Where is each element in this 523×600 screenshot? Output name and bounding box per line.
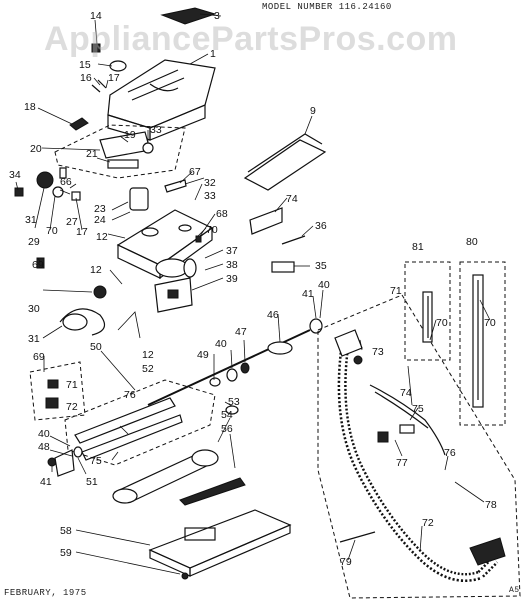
callout-67: 74 xyxy=(286,193,298,205)
beater-bar xyxy=(112,449,246,506)
callout-68: 75 xyxy=(90,455,102,467)
callout-80: 80 xyxy=(466,236,478,248)
callout-39: 39 xyxy=(226,273,238,285)
callout-27: 29 xyxy=(28,236,40,248)
callout-71: 71 xyxy=(390,285,402,297)
callout-46: 49 xyxy=(197,349,209,361)
model-number: MODEL NUMBER 116.24160 xyxy=(262,2,392,12)
callout-20: 20 xyxy=(30,143,42,155)
callout-33a: 33 xyxy=(150,124,162,136)
callout-labels: 3 1 14 15 16 17 18 19 33 20 21 9 67 32 3… xyxy=(9,10,497,568)
callout-40b: 40 xyxy=(318,279,330,291)
callout-36: 36 xyxy=(315,220,327,232)
callout-15: 15 xyxy=(79,59,91,71)
motor-assembly xyxy=(116,187,214,280)
nozzle-housing xyxy=(69,7,217,141)
callout-35: 35 xyxy=(315,260,327,272)
callout-74: 74 xyxy=(400,387,412,399)
callout-50: 53 xyxy=(228,396,240,408)
callout-70a: 70 xyxy=(436,317,448,329)
callout-29: 30 xyxy=(28,303,40,315)
leader-lines xyxy=(15,13,491,575)
callout-77: 77 xyxy=(396,457,408,469)
brush-roll xyxy=(74,397,183,461)
callout-72: 72 xyxy=(422,517,434,529)
callout-37: 37 xyxy=(226,245,238,257)
gear-and-pulley-parts xyxy=(14,167,107,336)
callout-59: 68 xyxy=(216,208,228,220)
filter-bracket xyxy=(99,131,154,169)
callout-17: 17 xyxy=(108,72,120,84)
callout-58: 67 xyxy=(189,166,201,178)
callout-51: 54 xyxy=(221,409,233,421)
callout-23: 23 xyxy=(94,203,106,215)
callout-49: 52 xyxy=(142,363,154,375)
callout-9: 9 xyxy=(310,105,316,117)
bracket-67 xyxy=(249,207,283,235)
extension-wands xyxy=(422,274,484,408)
callout-62: 70 xyxy=(206,224,218,236)
callout-70b: 70 xyxy=(484,317,496,329)
callout-19: 19 xyxy=(124,129,136,141)
callout-48: 51 xyxy=(86,476,98,488)
callout-41b: 41 xyxy=(40,476,52,488)
callout-53: 58 xyxy=(60,525,72,537)
callout-61: 69 xyxy=(33,351,45,363)
callout-31: 31 xyxy=(25,214,37,226)
callout-47: 50 xyxy=(90,341,102,353)
callout-79: 79 xyxy=(340,556,352,568)
callout-16: 16 xyxy=(80,72,92,84)
callout-12b: 12 xyxy=(90,264,102,276)
callout-69: 76 xyxy=(124,389,136,401)
callout-44: 47 xyxy=(235,326,247,338)
callout-40c: 40 xyxy=(38,428,50,440)
callout-40a: 40 xyxy=(215,338,227,350)
callout-81: 81 xyxy=(412,241,424,253)
callout-30: 31 xyxy=(28,333,40,345)
diagram-date: FEBRUARY, 1975 xyxy=(4,588,87,598)
callout-21: 21 xyxy=(86,148,98,160)
callout-41a: 41 xyxy=(302,288,314,300)
callout-73: 73 xyxy=(372,346,384,358)
callout-56: 66 xyxy=(60,176,72,188)
callout-75: 75 xyxy=(412,403,424,415)
callout-12a: 12 xyxy=(96,231,108,243)
drive-shaft xyxy=(147,318,323,415)
callout-78: 78 xyxy=(485,499,497,511)
callout-14: 14 xyxy=(90,10,102,22)
callout-24: 24 xyxy=(94,214,106,226)
callout-26: 27 xyxy=(66,216,78,228)
callout-3: 3 xyxy=(214,10,220,22)
callout-66: 72 xyxy=(66,401,78,413)
callout-33b: 33 xyxy=(204,190,216,202)
callout-1: 1 xyxy=(210,48,216,60)
callout-63: 70 xyxy=(46,225,58,237)
callout-65: 71 xyxy=(66,379,78,391)
callout-17b: 17 xyxy=(76,226,88,238)
callout-76: 76 xyxy=(444,447,456,459)
callout-38: 38 xyxy=(226,259,238,271)
hose-assembly xyxy=(334,329,506,582)
callout-52: 56 xyxy=(221,423,233,435)
callout-54: 59 xyxy=(60,547,72,559)
callout-32: 32 xyxy=(204,177,216,189)
base-plate xyxy=(148,509,292,580)
callout-60: 69 xyxy=(32,259,44,271)
callout-45: 48 xyxy=(38,441,50,453)
callout-34: 34 xyxy=(9,169,21,181)
callout-18: 18 xyxy=(24,101,36,113)
handle-bar xyxy=(243,139,327,191)
callout-12c: 12 xyxy=(142,349,154,361)
corner-code: A5 xyxy=(509,586,520,595)
callout-43: 46 xyxy=(267,309,279,321)
